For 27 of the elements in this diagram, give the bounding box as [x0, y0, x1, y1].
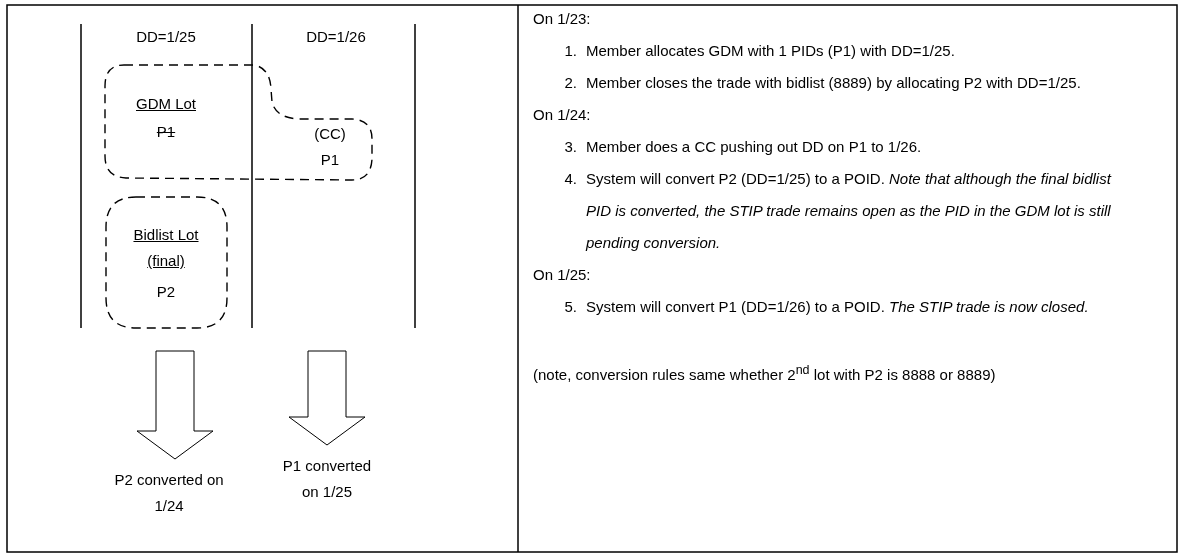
- footnote-text: (note, conversion rules same whether 2$^{nd}$ lot with P2 is 8888 or 8889): [533, 362, 997, 385]
- due-date-header: DD=1/26: [305, 28, 367, 45]
- lot-title: Bidlist Lot (final): [132, 225, 200, 271]
- step-number: 5.: [563, 297, 578, 317]
- pid-text: (CC) P1: [313, 124, 347, 170]
- step-text: Member closes the trade with bidlist (8889) by allocating P2 with DD=1/25.: [586, 73, 1082, 93]
- lot-outline: [104, 196, 229, 330]
- conversion-note: P1 converted on 1/25: [281, 456, 373, 502]
- pid-text: P2: [155, 282, 177, 302]
- step-number: 4.: [563, 169, 578, 189]
- block-arrow: [288, 350, 366, 446]
- step-number: 1.: [563, 41, 578, 61]
- date-heading: On 1/25:: [533, 265, 592, 285]
- date-heading: On 1/24:: [533, 105, 592, 125]
- lot-outline: [104, 64, 374, 182]
- lot-title: GDM Lot: [135, 94, 197, 114]
- block-arrow: [136, 350, 214, 460]
- conversion-note: P2 converted on 1/24: [113, 470, 225, 516]
- date-heading: On 1/23:: [533, 9, 592, 29]
- step-number: 2.: [563, 73, 578, 93]
- step-text: Member allocates GDM with 1 PIDs (P1) with DD=1/25.: [586, 41, 956, 61]
- pid-text: P1: [155, 122, 177, 142]
- step-text: Member does a CC pushing out DD on P1 to 1/26.: [586, 137, 923, 157]
- due-date-header: DD=1/25: [135, 28, 197, 45]
- step-number: 3.: [563, 137, 578, 157]
- step-text: System will convert P1 (DD=1/26) to a POID. The STIP trade is now closed.: [586, 297, 1090, 317]
- step-text: System will convert P2 (DD=1/25) to a POID. Note that although the final bidlist PID is converted, the STIP trade remains open as the PID in the GDM lot is still pending conversion.: [586, 169, 1113, 253]
